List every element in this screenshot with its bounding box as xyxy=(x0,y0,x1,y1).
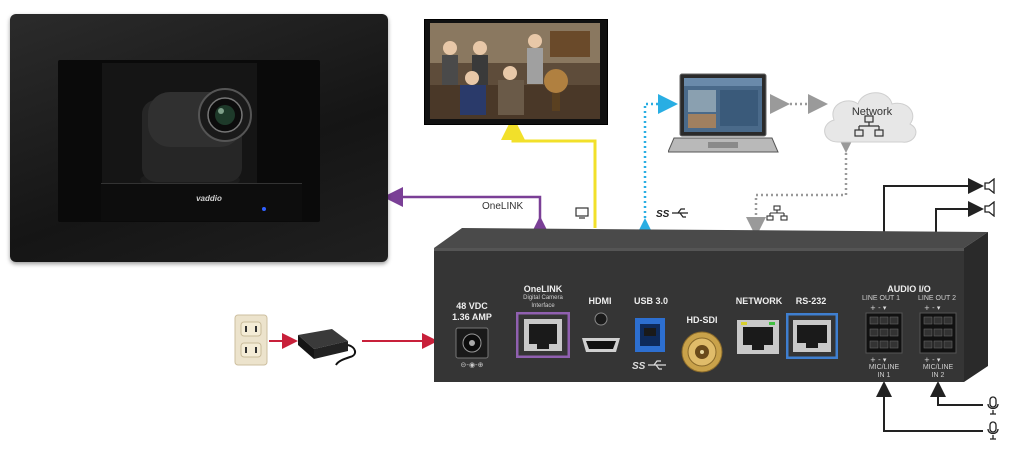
camera-status-led xyxy=(262,207,266,211)
line-out-1-line xyxy=(883,178,984,232)
svg-text:SS: SS xyxy=(632,361,646,372)
svg-text:+ - ▾: + - ▾ xyxy=(924,356,941,363)
hdmi-port-label: HDMI xyxy=(588,296,612,306)
audio-terminal-block-1[interactable]: + - ▾ + - ▾ xyxy=(864,303,904,363)
usb-superspeed-panel-logo: SS xyxy=(632,360,666,372)
network-port-label: NETWORK xyxy=(735,296,783,306)
dc-power-port[interactable]: ⊝-◉-⊕ xyxy=(453,326,491,370)
network-cloud-icon xyxy=(824,92,917,143)
onelink-port[interactable] xyxy=(516,312,570,358)
svg-text:+ - ▾: + - ▾ xyxy=(924,304,941,312)
hdsdi-port-label: HD-SDI xyxy=(686,315,718,325)
onelink-port-title: OneLINK xyxy=(523,284,563,294)
usb-port-label: USB 3.0 xyxy=(633,296,668,306)
network-connection-line xyxy=(746,133,856,237)
usb-port[interactable] xyxy=(633,316,667,354)
hdmi-display-icon xyxy=(575,207,589,219)
mic-in-1-line xyxy=(876,381,983,432)
onelink-port-subtitle-1: Digital Camera xyxy=(523,295,563,301)
hdmi-connection-line xyxy=(501,116,597,228)
audio-terminal-block-2[interactable]: + - ▾ + - ▾ xyxy=(918,303,958,363)
speaker-icon-1 xyxy=(984,178,995,194)
network-port[interactable] xyxy=(735,318,781,356)
svg-text:SS: SS xyxy=(656,209,670,220)
wall-outlet-icon xyxy=(234,314,268,366)
ptz-camera xyxy=(140,88,252,190)
onelink-connection-label: OneLINK xyxy=(482,201,524,212)
rs232-port-label: RS-232 xyxy=(795,296,827,306)
hdmi-port[interactable] xyxy=(580,310,622,360)
line-out-2-line xyxy=(935,201,984,232)
laptop-icon xyxy=(668,73,779,153)
power-rating-label: 48 VDC xyxy=(456,301,488,311)
ethernet-network-icon xyxy=(766,205,788,221)
line-out-1-label: LINE OUT 1 xyxy=(862,295,900,302)
interface-box xyxy=(434,228,988,382)
mic-in-2-line xyxy=(930,381,983,406)
audio-io-label: AUDIO I/O xyxy=(887,284,931,294)
onelink-connection-line xyxy=(383,187,550,236)
usb-connection-line xyxy=(635,94,678,238)
mic-line-in-1-label-a: MIC/LINE xyxy=(868,364,900,371)
camera-base xyxy=(101,183,302,221)
network-label: Network xyxy=(851,106,893,118)
svg-text:⊝-◉-⊕: ⊝-◉-⊕ xyxy=(461,361,484,369)
mic-line-in-2-label-b: IN 2 xyxy=(931,372,945,379)
rs232-port[interactable] xyxy=(786,313,838,359)
microphone-icon-1 xyxy=(987,421,999,440)
usb-superspeed-icon: SS xyxy=(656,208,688,220)
mic-line-in-1-label-b: IN 1 xyxy=(877,372,891,379)
monitor-video-image xyxy=(430,23,600,119)
hdsdi-port[interactable] xyxy=(680,330,724,374)
power-amp-label: 1.36 AMP xyxy=(452,312,492,322)
camera-brand-logo: vaddio xyxy=(196,194,222,203)
svg-text:+ - ▾: + - ▾ xyxy=(870,356,887,363)
speaker-icon-2 xyxy=(984,201,995,217)
line-out-2-label: LINE OUT 2 xyxy=(918,295,956,302)
onelink-port-subtitle-2: Interface xyxy=(531,303,555,309)
power-supply-icon xyxy=(298,329,356,366)
svg-text:+ - ▾: + - ▾ xyxy=(870,304,887,312)
microphone-icon-2 xyxy=(987,396,999,415)
mic-line-in-2-label-a: MIC/LINE xyxy=(922,364,954,371)
